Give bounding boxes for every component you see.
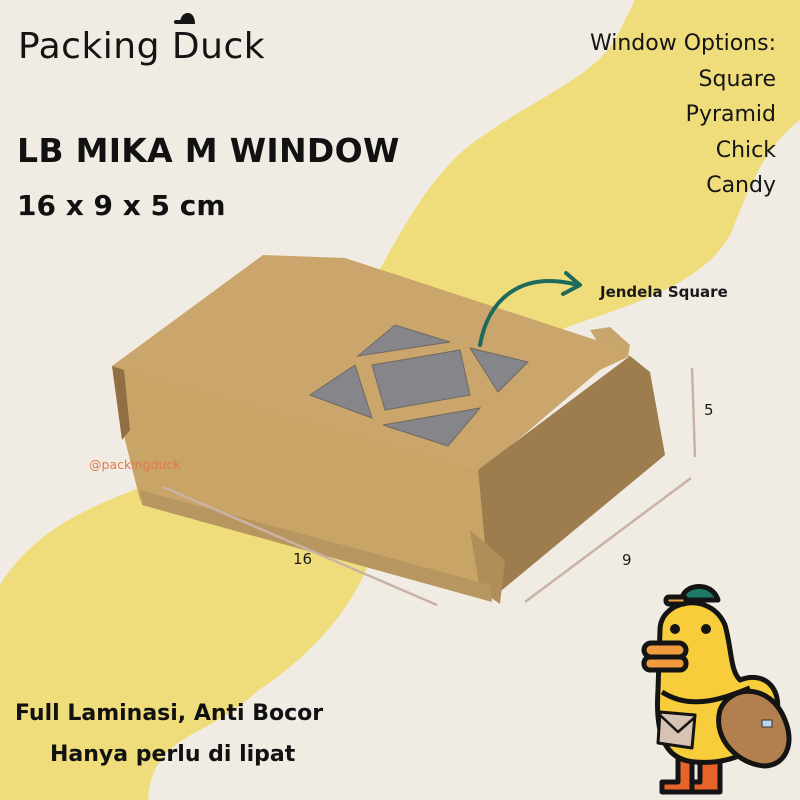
brand-logo-duck-letter: D — [172, 13, 200, 67]
box-bottom-lip — [140, 490, 492, 602]
window-options-list: Window Options: Square Pyramid Chick Can… — [590, 26, 776, 204]
window-pane-left — [308, 364, 373, 419]
window-option-item: Square — [698, 66, 776, 92]
dimension-width-label: 9 — [622, 551, 632, 569]
brand-logo-text: Packing — [18, 26, 172, 67]
dimension-length-label: 16 — [293, 550, 313, 568]
window-pane-bottom — [382, 407, 482, 447]
brand-logo-text-end: uck — [200, 26, 266, 67]
product-size: 16 x 9 x 5 cm — [17, 189, 226, 222]
dimension-height-label: 5 — [704, 401, 714, 419]
window-options-heading: Window Options: — [589, 31, 776, 56]
window-pane-center — [371, 349, 471, 411]
window-option-item: Chick — [715, 137, 776, 163]
feature-line-2: Hanya perlu di lipat — [50, 742, 296, 767]
duck-eye-left — [670, 624, 680, 634]
box-top-face — [112, 255, 630, 470]
duck-mascot-illustration — [641, 584, 792, 795]
window-pane-top — [356, 324, 451, 357]
box-side-face — [478, 356, 665, 600]
dimension-line-width — [524, 476, 692, 604]
feature-line-1: Full Laminasi, Anti Bocor — [15, 701, 324, 726]
box-flap-right — [590, 327, 630, 356]
kraft-box-image — [112, 255, 665, 604]
dimension-line-height — [690, 367, 697, 458]
box-left-flap — [112, 366, 130, 440]
duck-eye-right — [701, 624, 711, 634]
window-cutouts — [308, 324, 529, 447]
parcel-label — [761, 719, 773, 728]
cap-icon — [173, 13, 195, 24]
window-option-item: Candy — [706, 173, 776, 198]
yellow-wave-shape-lower — [0, 478, 340, 800]
duck-beak-bottom — [641, 654, 689, 673]
curved-arrow-icon — [478, 271, 582, 347]
duck-cap-brim — [663, 594, 689, 607]
social-handle: @packingduck — [89, 457, 181, 472]
window-pane-right — [468, 347, 529, 393]
window-option-item: Pyramid — [685, 102, 776, 127]
box-front-face — [112, 366, 490, 600]
brand-logo: Packing Duck — [18, 13, 266, 67]
dimension-line-length — [162, 485, 438, 607]
duck-parcel-bag — [716, 688, 792, 769]
product-title: LB MIKA M WINDOW — [17, 131, 400, 170]
callout-label: Jendela Square — [600, 283, 728, 301]
box-side-fold — [470, 530, 505, 604]
